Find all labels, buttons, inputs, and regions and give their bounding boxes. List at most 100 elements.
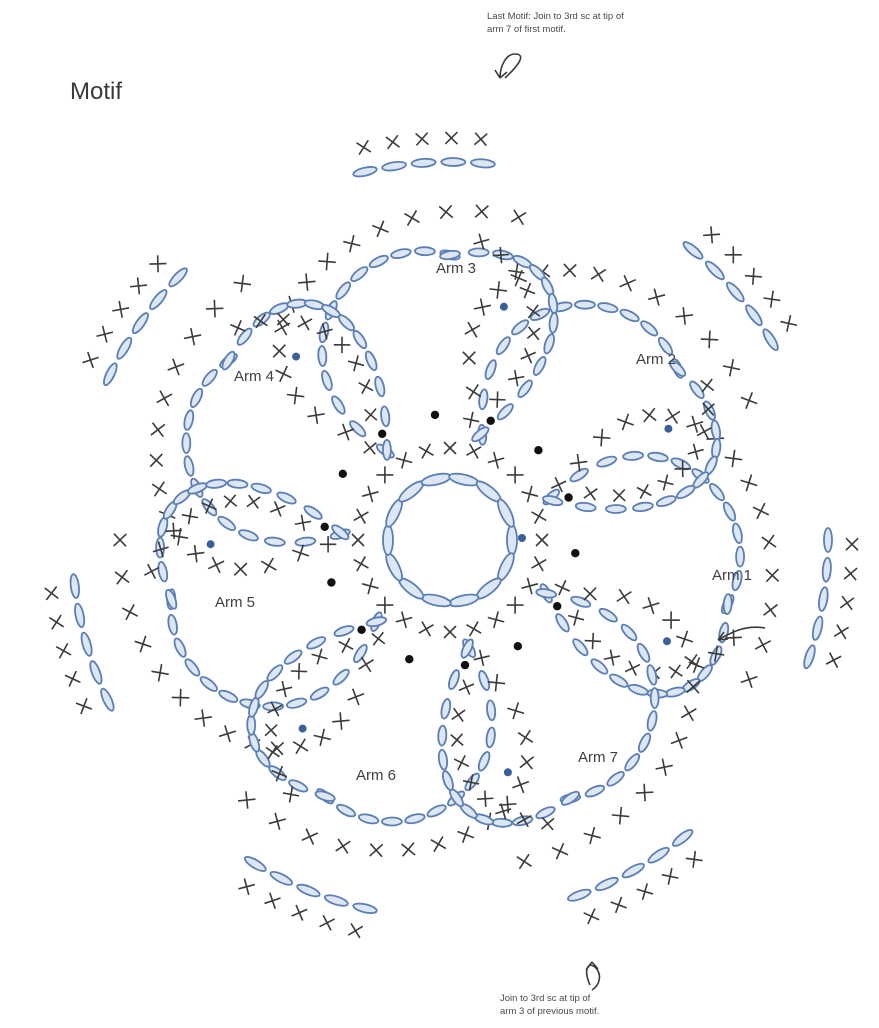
single-crochet-stitch bbox=[451, 734, 463, 746]
single-crochet-stitch bbox=[741, 475, 758, 492]
single-crochet-stitch bbox=[593, 429, 610, 446]
single-crochet-stitch bbox=[675, 307, 692, 324]
single-crochet-stitch bbox=[275, 320, 290, 335]
single-crochet-stitch bbox=[372, 221, 388, 237]
chain-stitch bbox=[148, 288, 169, 312]
chain-stitch bbox=[305, 635, 326, 651]
single-crochet-stitch bbox=[780, 315, 797, 332]
chain-stitch bbox=[331, 667, 351, 687]
start-marker-dot bbox=[663, 637, 671, 645]
start-marker-dot bbox=[299, 725, 307, 733]
chain-stitch bbox=[333, 624, 355, 638]
chain-stitch bbox=[510, 318, 530, 337]
single-crochet-stitch bbox=[520, 755, 534, 769]
chain-stitch bbox=[646, 710, 658, 731]
single-crochet-stitch bbox=[45, 586, 58, 599]
chain-stitch bbox=[296, 882, 321, 898]
arm-2 bbox=[463, 226, 797, 513]
chain-stitch bbox=[575, 301, 595, 309]
single-crochet-stitch bbox=[753, 503, 769, 519]
single-crochet-stitch bbox=[298, 273, 315, 290]
start-marker-dot bbox=[504, 768, 512, 776]
single-crochet-stitch bbox=[474, 299, 491, 316]
single-crochet-stitch bbox=[287, 387, 304, 404]
chain-stitch bbox=[69, 574, 80, 599]
single-crochet-stitch bbox=[686, 851, 703, 868]
chain-stitch bbox=[731, 523, 743, 544]
single-crochet-stitch bbox=[269, 813, 286, 830]
single-crochet-stitch bbox=[463, 352, 476, 365]
single-crochet-stitch bbox=[826, 653, 841, 668]
chain-stitch bbox=[478, 389, 489, 410]
chain-stitch bbox=[477, 751, 492, 773]
chain-stitch bbox=[352, 165, 377, 178]
chain-stitch bbox=[681, 240, 705, 262]
single-crochet-stitch bbox=[444, 442, 456, 454]
chain-stitch bbox=[646, 845, 670, 865]
chain-stitch bbox=[448, 592, 479, 608]
single-crochet-stitch bbox=[298, 316, 312, 330]
single-crochet-stitch bbox=[741, 392, 757, 408]
single-crochet-stitch bbox=[541, 817, 553, 829]
chain-stitch bbox=[247, 715, 255, 735]
single-crochet-stitch bbox=[396, 612, 412, 628]
chain-stitch bbox=[330, 394, 347, 415]
single-crochet-stitch bbox=[507, 466, 524, 483]
single-crochet-stitch bbox=[49, 615, 63, 629]
single-crochet-stitch bbox=[318, 253, 335, 270]
single-crochet-stitch bbox=[508, 370, 524, 386]
join-arrow-bottom bbox=[586, 962, 599, 990]
slip-stitch-dot bbox=[327, 578, 335, 586]
chain-stitch bbox=[483, 359, 498, 381]
chain-stitch bbox=[594, 875, 619, 892]
chain-stitch bbox=[189, 387, 205, 408]
chain-stitch bbox=[383, 525, 393, 555]
slip-stitch-dot bbox=[461, 661, 469, 669]
chain-stitch bbox=[415, 247, 435, 255]
chain-stitch bbox=[309, 685, 330, 702]
single-crochet-stitch bbox=[270, 501, 285, 516]
single-crochet-stitch bbox=[431, 837, 446, 852]
chain-stitch bbox=[348, 419, 368, 439]
chain-stitch bbox=[382, 817, 402, 825]
chain-stitch bbox=[218, 688, 239, 704]
single-crochet-stitch bbox=[276, 681, 292, 697]
single-crochet-stitch bbox=[307, 407, 324, 424]
single-crochet-stitch bbox=[168, 359, 184, 375]
chain-stitch bbox=[373, 376, 386, 397]
chain-stitch bbox=[549, 312, 559, 333]
single-crochet-stitch bbox=[302, 829, 318, 845]
single-crochet-stitch bbox=[295, 515, 311, 531]
single-crochet-stitch bbox=[247, 495, 260, 508]
arm-label-1: Arm 1 bbox=[712, 567, 752, 584]
single-crochet-stitch bbox=[697, 424, 711, 438]
single-crochet-stitch bbox=[332, 712, 349, 729]
chain-stitch bbox=[606, 505, 626, 513]
single-crochet-stitch bbox=[465, 322, 480, 337]
chain-stitch bbox=[495, 402, 515, 422]
single-crochet-stitch bbox=[741, 671, 758, 688]
single-crochet-stitch bbox=[354, 509, 369, 524]
single-crochet-stitch bbox=[701, 331, 719, 349]
chain-stitch bbox=[318, 346, 327, 366]
single-crochet-stitch bbox=[157, 391, 172, 406]
chain-stitch bbox=[420, 471, 451, 487]
single-crochet-stitch bbox=[114, 534, 127, 547]
chain-stitch bbox=[824, 528, 832, 552]
chain-stitch bbox=[575, 502, 596, 513]
start-marker-dot bbox=[664, 425, 672, 433]
chain-stitch bbox=[507, 525, 517, 555]
arm-label-4: Arm 4 bbox=[234, 368, 274, 385]
single-crochet-stitch bbox=[365, 409, 377, 421]
chain-stitch bbox=[469, 248, 489, 256]
arm-3 bbox=[273, 132, 559, 460]
single-crochet-stitch bbox=[552, 843, 568, 859]
chain-stitch bbox=[724, 280, 746, 303]
chain-stitch bbox=[404, 812, 425, 824]
chain-stitch bbox=[438, 725, 447, 745]
chain-stitch bbox=[243, 854, 268, 873]
arm-7 bbox=[438, 588, 703, 924]
single-crochet-stitch bbox=[206, 300, 224, 318]
single-crochet-stitch bbox=[493, 247, 509, 263]
single-crochet-stitch bbox=[452, 708, 465, 721]
